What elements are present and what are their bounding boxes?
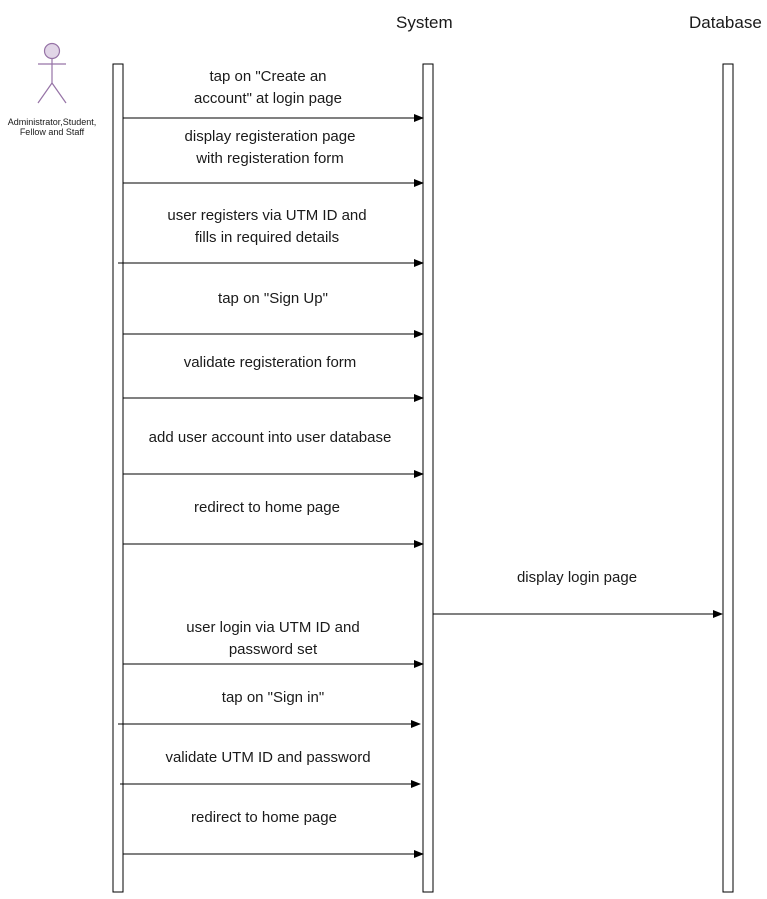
actor-lifeline — [112, 63, 124, 893]
message-label: redirect to home page — [191, 809, 337, 826]
message-label: redirect to home page — [194, 499, 340, 516]
message-label: user login via UTM ID and password set — [186, 619, 360, 658]
actor-left-leg — [37, 82, 53, 104]
message-label: display registeration page with register… — [184, 128, 356, 167]
participant-system-label: System — [396, 13, 453, 32]
message-label: tap on "Sign Up" — [218, 290, 328, 307]
actor-head — [43, 42, 61, 60]
message-label: validate registeration form — [183, 354, 357, 371]
participant-database-label: Database — [689, 13, 762, 32]
system-lifeline — [422, 63, 434, 893]
database-lifeline — [722, 63, 734, 893]
message-label: add user account into user database — [148, 429, 392, 446]
message-label: display login page — [516, 569, 638, 586]
message-label: tap on "Create an account" at login page — [194, 68, 342, 107]
actor-right-leg — [51, 82, 67, 104]
participant-actor-label: Administrator,Student, Fellow and Staff — [7, 117, 97, 137]
message-label: validate UTM ID and password — [165, 749, 371, 766]
message-arrows — [118, 114, 723, 858]
message-label: tap on "Sign in" — [221, 689, 325, 706]
actor-stick-figure-icon — [37, 42, 67, 104]
message-label: user registers via UTM ID and fills in r… — [167, 207, 367, 246]
